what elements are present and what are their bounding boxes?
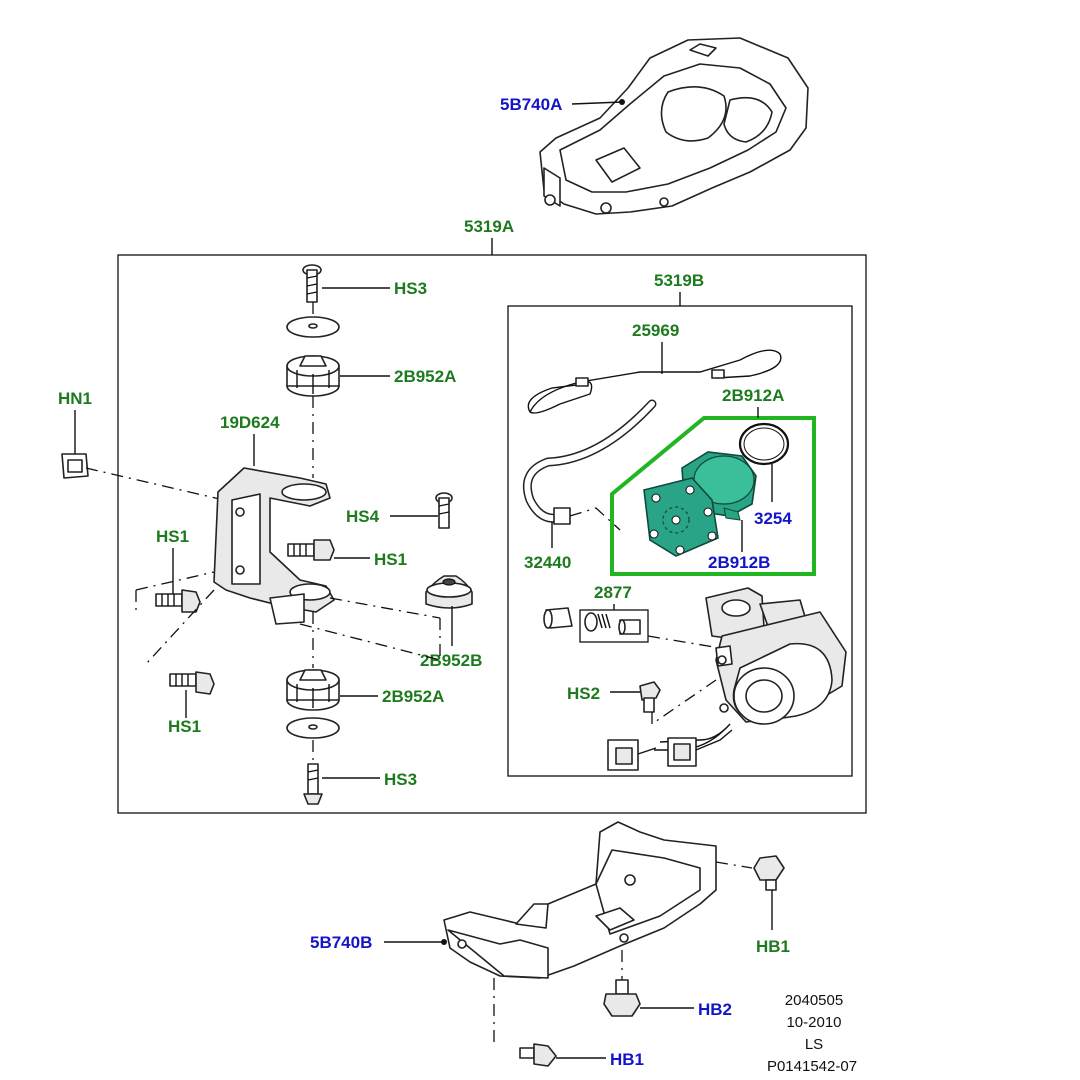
callout-hs3-top: HS3	[394, 279, 427, 298]
hn1-clip-nut	[61, 453, 89, 479]
air-compressor-assembly	[654, 587, 847, 751]
callout-2b912a: 2B912A	[722, 386, 784, 405]
callout-2b952a-bottom: 2B952A	[382, 687, 444, 706]
mount-rubber-bottom	[286, 669, 340, 711]
hs4-bolt	[435, 492, 453, 529]
tie-strap-25969	[527, 349, 782, 414]
info-line-4: P0141542-07	[767, 1058, 857, 1075]
callout-32440: 32440	[524, 553, 571, 572]
hb2-bolt	[603, 979, 641, 1017]
callout-hs1-left-bottom: HS1	[168, 717, 201, 736]
valve-kit-2877	[543, 607, 641, 635]
callout-19d624: 19D624	[220, 413, 280, 432]
lower-shield	[443, 821, 717, 979]
hs1-bolt-left-bottom	[169, 671, 215, 695]
upper-shield	[539, 37, 809, 215]
callout-hb1-right: HB1	[756, 937, 790, 956]
mount-rubber-top	[286, 355, 340, 397]
callout-2b952b: 2B952B	[420, 651, 482, 670]
callout-5b740a: 5B740A	[500, 95, 562, 114]
info-line-2: 10-2010	[786, 1014, 841, 1031]
hb1-bolt-bottom	[519, 1043, 557, 1067]
callout-hn1: HN1	[58, 389, 92, 408]
callout-hs1-right: HS1	[374, 550, 407, 569]
highlight-region	[610, 416, 816, 576]
callout-2877: 2877	[594, 583, 632, 602]
callout-5319a: 5319A	[464, 217, 514, 236]
callout-5b740b: 5B740B	[310, 933, 372, 952]
callout-hs2: HS2	[567, 684, 600, 703]
callout-2b912b: 2B912B	[708, 553, 770, 572]
hose-32440	[522, 399, 657, 525]
bracket-19d624	[213, 467, 335, 625]
isolator-2b952b	[425, 575, 473, 609]
info-line-3: LS	[805, 1036, 823, 1053]
hs3-bolt-top	[302, 264, 322, 303]
hs1-bolt-left-top	[155, 589, 201, 613]
hs3-bolt-bottom	[303, 763, 323, 805]
sub-assembly-frame	[507, 305, 853, 777]
info-line-1: 2040505	[785, 992, 843, 1009]
callout-hs3-bottom: HS3	[384, 770, 417, 789]
valve-kit-box	[579, 609, 649, 643]
leader-5b740a	[571, 101, 623, 105]
compressor-motor-2b912b	[643, 451, 757, 557]
callout-5319b: 5319B	[654, 271, 704, 290]
callout-hb2: HB2	[698, 1000, 732, 1019]
o-ring-3254	[738, 422, 790, 466]
hs2-bolt	[639, 681, 661, 713]
wiring-connectors	[607, 729, 733, 771]
hb1-bolt-right	[753, 855, 785, 891]
assembly-frame	[117, 254, 867, 814]
callout-25969: 25969	[632, 321, 679, 340]
callout-hb1-bottom: HB1	[610, 1050, 644, 1069]
callout-2b952a-top: 2B952A	[394, 367, 456, 386]
callout-hs1-left-top: HS1	[156, 527, 189, 546]
hs1-bolt-right	[287, 539, 335, 561]
callout-hs4: HS4	[346, 507, 380, 526]
callout-3254: 3254	[754, 509, 792, 528]
